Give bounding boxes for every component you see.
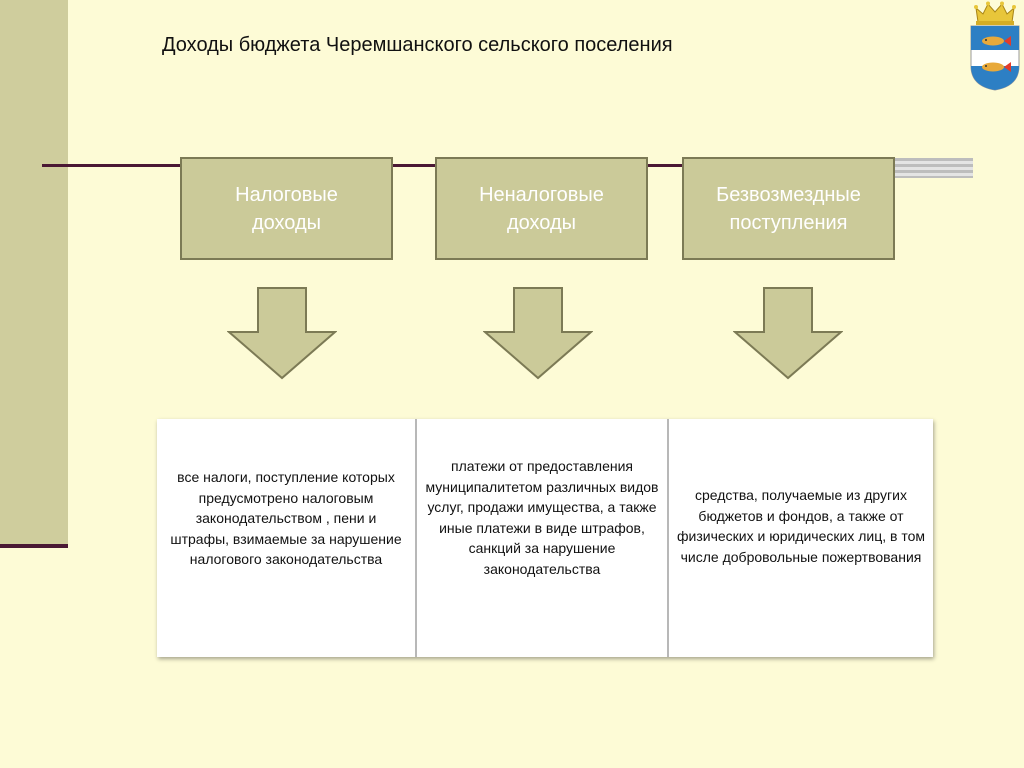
- description-text: все налоги, поступление которых предусмо…: [170, 469, 402, 567]
- coat-of-arms-icon: [970, 1, 1020, 91]
- description-gratuitous-receipts: средства, получаемые из других бюджетов …: [669, 419, 933, 657]
- down-arrow-icon: [227, 287, 337, 380]
- down-arrow-icon: [733, 287, 843, 380]
- description-text: платежи от предоставления муниципалитето…: [425, 458, 659, 577]
- category-box-tax-revenue: Налоговые доходы: [180, 157, 393, 260]
- slide-title: Доходы бюджета Черемшанского сельского п…: [162, 34, 673, 56]
- descriptions-panel: все налоги, поступление которых предусмо…: [157, 419, 933, 657]
- left-band-underline: [0, 544, 68, 548]
- description-non-tax-revenue: платежи от предоставления муниципалитето…: [417, 419, 667, 657]
- category-label: Безвозмездные поступления: [716, 183, 861, 234]
- category-label: Неналоговые доходы: [479, 183, 604, 234]
- category-box-non-tax-revenue: Неналоговые доходы: [435, 157, 648, 260]
- category-label: Налоговые доходы: [235, 183, 338, 234]
- down-arrow-icon: [483, 287, 593, 380]
- column-separator: [667, 419, 669, 657]
- column-separator: [415, 419, 417, 657]
- striped-decoration: [895, 158, 973, 178]
- description-text: средства, получаемые из других бюджетов …: [677, 487, 925, 565]
- category-box-gratuitous-receipts: Безвозмездные поступления: [682, 157, 895, 260]
- left-decorative-band: [0, 0, 68, 548]
- description-tax-revenue: все налоги, поступление которых предусмо…: [157, 419, 415, 657]
